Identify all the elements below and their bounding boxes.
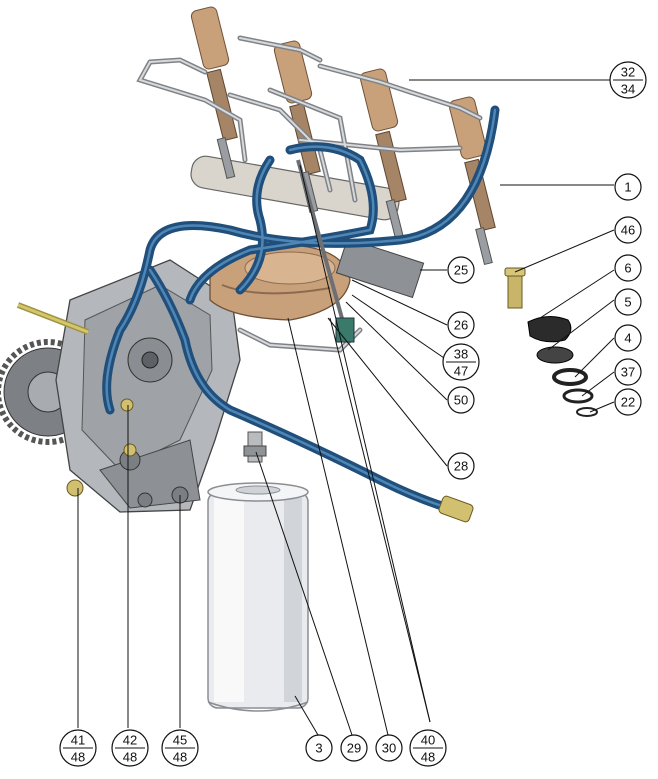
callout-50: 50: [447, 386, 475, 414]
callout-number: 45: [173, 733, 187, 748]
callout-number: 22: [621, 395, 635, 410]
callout-3: 3: [305, 734, 333, 762]
callout-number: 40: [421, 733, 435, 748]
callout-number: 4: [624, 331, 631, 346]
o-ring-4: [552, 368, 588, 386]
callout-number: 38: [454, 347, 468, 362]
injector-1: [190, 6, 238, 179]
callout-number: 41: [71, 733, 85, 748]
callout-circle: [614, 388, 642, 416]
injector-4: [448, 96, 496, 266]
callout-28: 28: [447, 452, 475, 480]
leader-lines: [77, 79, 615, 736]
clamp-plate: [527, 316, 572, 343]
callout-number: 29: [347, 741, 361, 756]
callout-1: 1: [614, 173, 642, 201]
callout-25: 25: [447, 256, 475, 284]
pump-head-cover: [209, 244, 351, 321]
callout-number: 3: [315, 741, 322, 756]
callout-circle: [447, 452, 475, 480]
injection-pump: [0, 259, 241, 513]
callout-circle: [614, 216, 642, 244]
callout-circle: [614, 288, 642, 316]
callout-number: 50: [454, 393, 468, 408]
callout-circle: [614, 358, 642, 386]
callout-circle: [447, 256, 475, 284]
callout-number: 1: [624, 180, 631, 195]
callout-number: 34: [621, 82, 635, 97]
callout-37: 37: [614, 358, 642, 386]
callout-5: 5: [614, 288, 642, 316]
callout-number: 30: [382, 741, 396, 756]
callout-number: 28: [454, 459, 468, 474]
callout-29: 29: [340, 734, 368, 762]
callout-number: 26: [454, 318, 468, 333]
callout-circle: [447, 311, 475, 339]
callout-22: 22: [614, 388, 642, 416]
callout-circle: [614, 254, 642, 282]
callout-circle: [375, 734, 403, 762]
hose-end-fitting: [438, 495, 474, 523]
sensor-valve: [335, 317, 355, 343]
callout-6: 6: [614, 254, 642, 282]
callout-number: 48: [421, 750, 435, 765]
callout-number: 48: [123, 750, 137, 765]
callout-circle: [447, 386, 475, 414]
half-washer: [536, 346, 574, 364]
callout-46: 46: [614, 216, 642, 244]
callout-number: 48: [71, 750, 85, 765]
filter-fitting: [243, 431, 267, 463]
fuel-filter: [207, 482, 309, 712]
callout-number: 48: [173, 750, 187, 765]
callout-circle: [614, 324, 642, 352]
sealing-bolt: [504, 267, 526, 309]
callout-number: 37: [621, 365, 635, 380]
callout-circle: [614, 173, 642, 201]
callout-number: 42: [123, 733, 137, 748]
callout-circle: [305, 734, 333, 762]
callout-number: 47: [454, 364, 468, 379]
fuel-rail: [190, 155, 425, 299]
callout-number: 32: [621, 65, 635, 80]
callout-26: 26: [447, 311, 475, 339]
seal-kit: [504, 267, 598, 417]
callout-number: 46: [621, 223, 635, 238]
callout-circle: [340, 734, 368, 762]
o-ring-37: [562, 388, 594, 404]
callout-30: 30: [375, 734, 403, 762]
callout-4: 4: [614, 324, 642, 352]
o-ring-22: [576, 407, 598, 417]
callout-number: 25: [454, 263, 468, 278]
callout-number: 5: [624, 295, 631, 310]
callout-number: 6: [624, 261, 631, 276]
